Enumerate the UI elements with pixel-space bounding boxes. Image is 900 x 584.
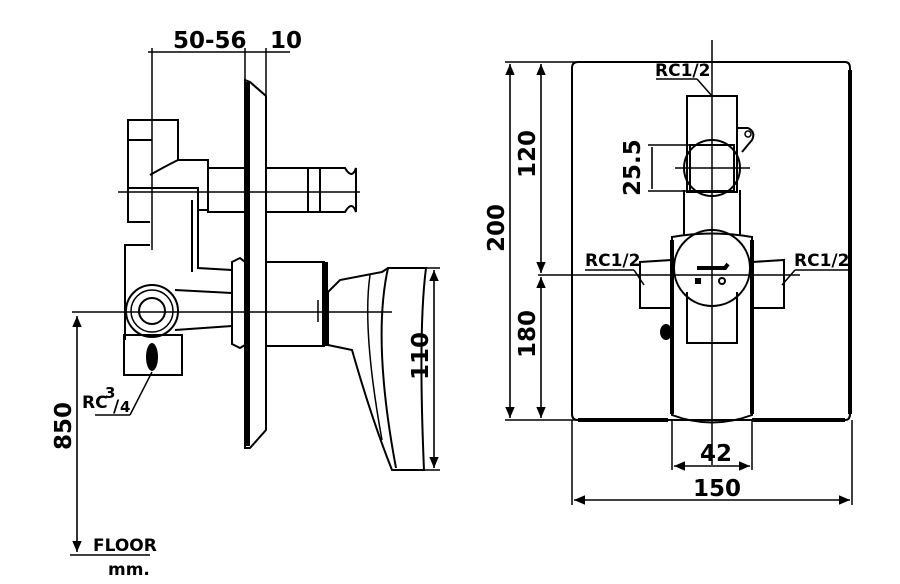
handle-hub	[673, 229, 751, 307]
top-thread-leader	[696, 78, 713, 97]
plate-thickness-label: 10	[270, 28, 302, 54]
handle-height-label: 110	[408, 332, 434, 380]
wall-plate-edge	[245, 82, 250, 446]
inlet-ring-outer	[125, 284, 179, 338]
inlet-port	[146, 343, 158, 371]
inlet-leader	[129, 371, 153, 416]
cartridge-cover	[265, 261, 325, 347]
outlet-size-label: 25.5	[620, 139, 646, 196]
handle-width-label: 42	[700, 441, 732, 467]
floor-label: FLOOR	[93, 536, 157, 556]
plate-width-label: 150	[693, 476, 741, 502]
right-thread-label: RC1/2	[794, 251, 849, 271]
lever-handle	[327, 267, 428, 471]
inlet-ring-inner	[138, 297, 166, 325]
hot-marker-icon	[718, 277, 726, 285]
front-plate	[571, 61, 851, 421]
floor-height-label: 850	[51, 402, 77, 450]
inlet-thread-numerator: 3	[105, 384, 115, 402]
outlet-pipe	[207, 167, 246, 213]
flange	[231, 256, 246, 350]
front-handle	[671, 232, 753, 424]
left-thread-label: RC1/2	[585, 251, 640, 271]
side-view: 50-56 10	[51, 28, 440, 580]
front-view: 25.5 RC1/2 RC1/2 RC1/2 200 120	[484, 40, 853, 505]
top-thread-label: RC1/2	[655, 61, 710, 81]
temperature-indicator-icon	[697, 262, 730, 270]
left-port	[639, 258, 673, 309]
right-port	[751, 258, 785, 309]
cold-marker-icon	[695, 278, 701, 284]
inlet-thread-denominator: 4	[120, 398, 130, 416]
inlet-thread-slash: /	[113, 397, 120, 417]
depth-range-label: 50-56	[173, 28, 247, 54]
lower-height-label: 180	[515, 310, 541, 358]
outlet-fitting	[307, 167, 321, 213]
inlet-block	[123, 334, 183, 376]
handle-pin	[660, 324, 672, 340]
inlet-thread-prefix: RC	[82, 393, 108, 413]
upper-height-label: 120	[515, 130, 541, 178]
total-height-label: 200	[484, 204, 510, 252]
units-label: mm.	[108, 560, 150, 580]
outlet-nozzle	[320, 167, 357, 213]
